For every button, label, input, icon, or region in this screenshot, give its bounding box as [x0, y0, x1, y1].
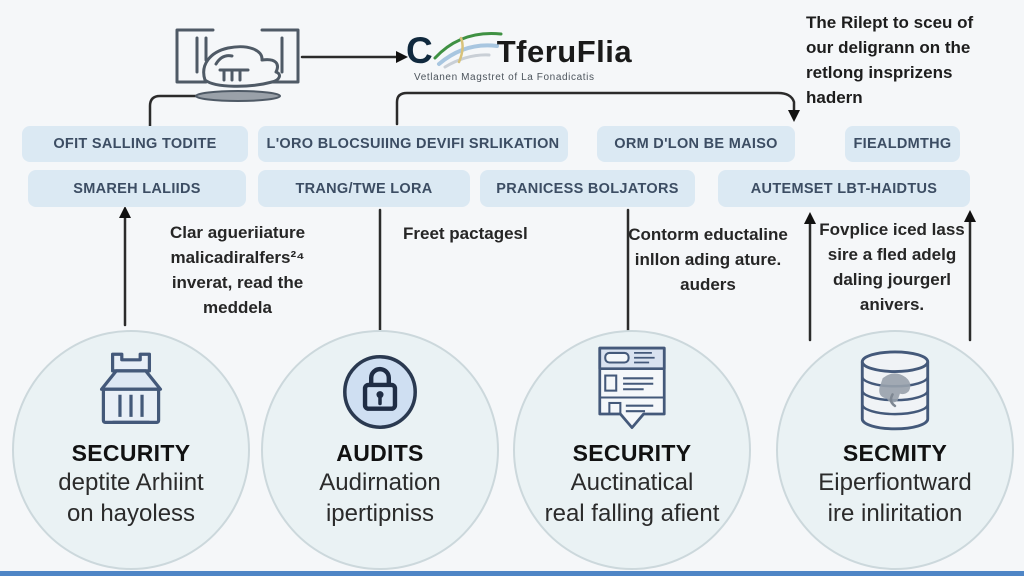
circle-caption-line: deptite Arhiint [58, 469, 204, 496]
description-line: Contorm eductaline [628, 225, 788, 244]
audits-circle: AUDITS Audirnation ipertipniss [261, 330, 499, 570]
database-icon [849, 346, 941, 438]
circle-caption-line: Eiperfiontward [818, 469, 972, 496]
bottom-accent-bar [0, 571, 1024, 576]
circle-caption-line: on hayoless [66, 500, 196, 527]
circle-title: AUDITS [336, 440, 424, 466]
logo-tagline: Vetlanen Magstret of La Fonadicatis [414, 72, 595, 83]
pill-label-bottom-4: AUTEMSET LBT-HAIDTUS [718, 170, 970, 207]
description-column-3: Contorm eductaline inllon ading ature. a… [622, 222, 794, 297]
note-line: our deligrann on the [806, 38, 971, 57]
security-circle-2: SECURITY Auctinatical real falling afien… [513, 330, 751, 570]
description-line: meddela [203, 298, 272, 317]
pill-label-bottom-1: SMAREH LALIIDS [28, 170, 246, 207]
description-line: malicadiralfers²⁴ [170, 248, 305, 267]
circle-title: SECURITY [572, 440, 692, 466]
circle-caption-line: ire inliritation [827, 500, 963, 527]
lock-icon [336, 346, 424, 438]
security-circle-3: SECMITY Eiperfiontward ire inliritation [776, 330, 1014, 570]
pill-label-top-4: FIEALDMTHG [845, 126, 960, 162]
note-line: retlong insprizens [806, 63, 953, 82]
description-line: daling jourgerl [832, 270, 952, 289]
circle-caption-line: Audirnation [319, 469, 441, 496]
description-column-4: Fovplice iced lass sire a fled adelg dal… [818, 217, 966, 317]
description-line: Clar agueriiature [169, 223, 306, 242]
description-column-2: Freet pactagesl [403, 221, 593, 246]
circle-caption-line: real falling afient [544, 500, 720, 527]
pill-label-top-3: ORM D'LON BE MAISO [597, 126, 795, 162]
top-right-note: The Rilept to sceu of our deligrann on t… [806, 10, 1011, 110]
description-line: inverat, read the [171, 273, 304, 292]
logo-letter: C [406, 30, 433, 71]
description-line: Fovplice iced lass [819, 220, 965, 239]
pill-label-bottom-2: TRANG/TWE LORA [258, 170, 470, 207]
document-icon [592, 346, 672, 438]
pill-label-bottom-3: PRANICESS BOLJATORS [480, 170, 695, 207]
note-line: The Rilept to sceu of [806, 13, 974, 32]
circle-caption-line: Auctinatical [570, 469, 694, 496]
logo-name: TferuFlia [496, 34, 633, 69]
description-line: auders [680, 275, 736, 294]
security-circle-1: SECURITY deptite Arhiint on hayoless [12, 330, 250, 570]
pill-label-top-2: L'ORO BLOCSUIING DEVIFI SRLIKATION [258, 126, 568, 162]
description-column-1: Clar agueriiature malicadiralfers²⁴ inve… [135, 220, 340, 320]
description-line: Freet pactagesl [403, 224, 528, 243]
note-line: hadern [806, 88, 863, 107]
circle-title: SECMITY [842, 440, 948, 466]
description-line: inllon ading ature. [634, 250, 782, 269]
description-line: anivers. [859, 295, 925, 314]
description-line: sire a fled adelg [827, 245, 957, 264]
brand-logo: C TferuFlia [406, 28, 632, 70]
handshake-sketch-icon [160, 20, 310, 110]
logo-swoosh-icon [433, 32, 503, 69]
pill-label-top-1: OFIT SALLING TODITE [22, 126, 248, 162]
circle-caption-line: ipertipniss [325, 500, 435, 527]
circle-title: SECURITY [71, 440, 191, 466]
bank-icon [85, 346, 177, 438]
